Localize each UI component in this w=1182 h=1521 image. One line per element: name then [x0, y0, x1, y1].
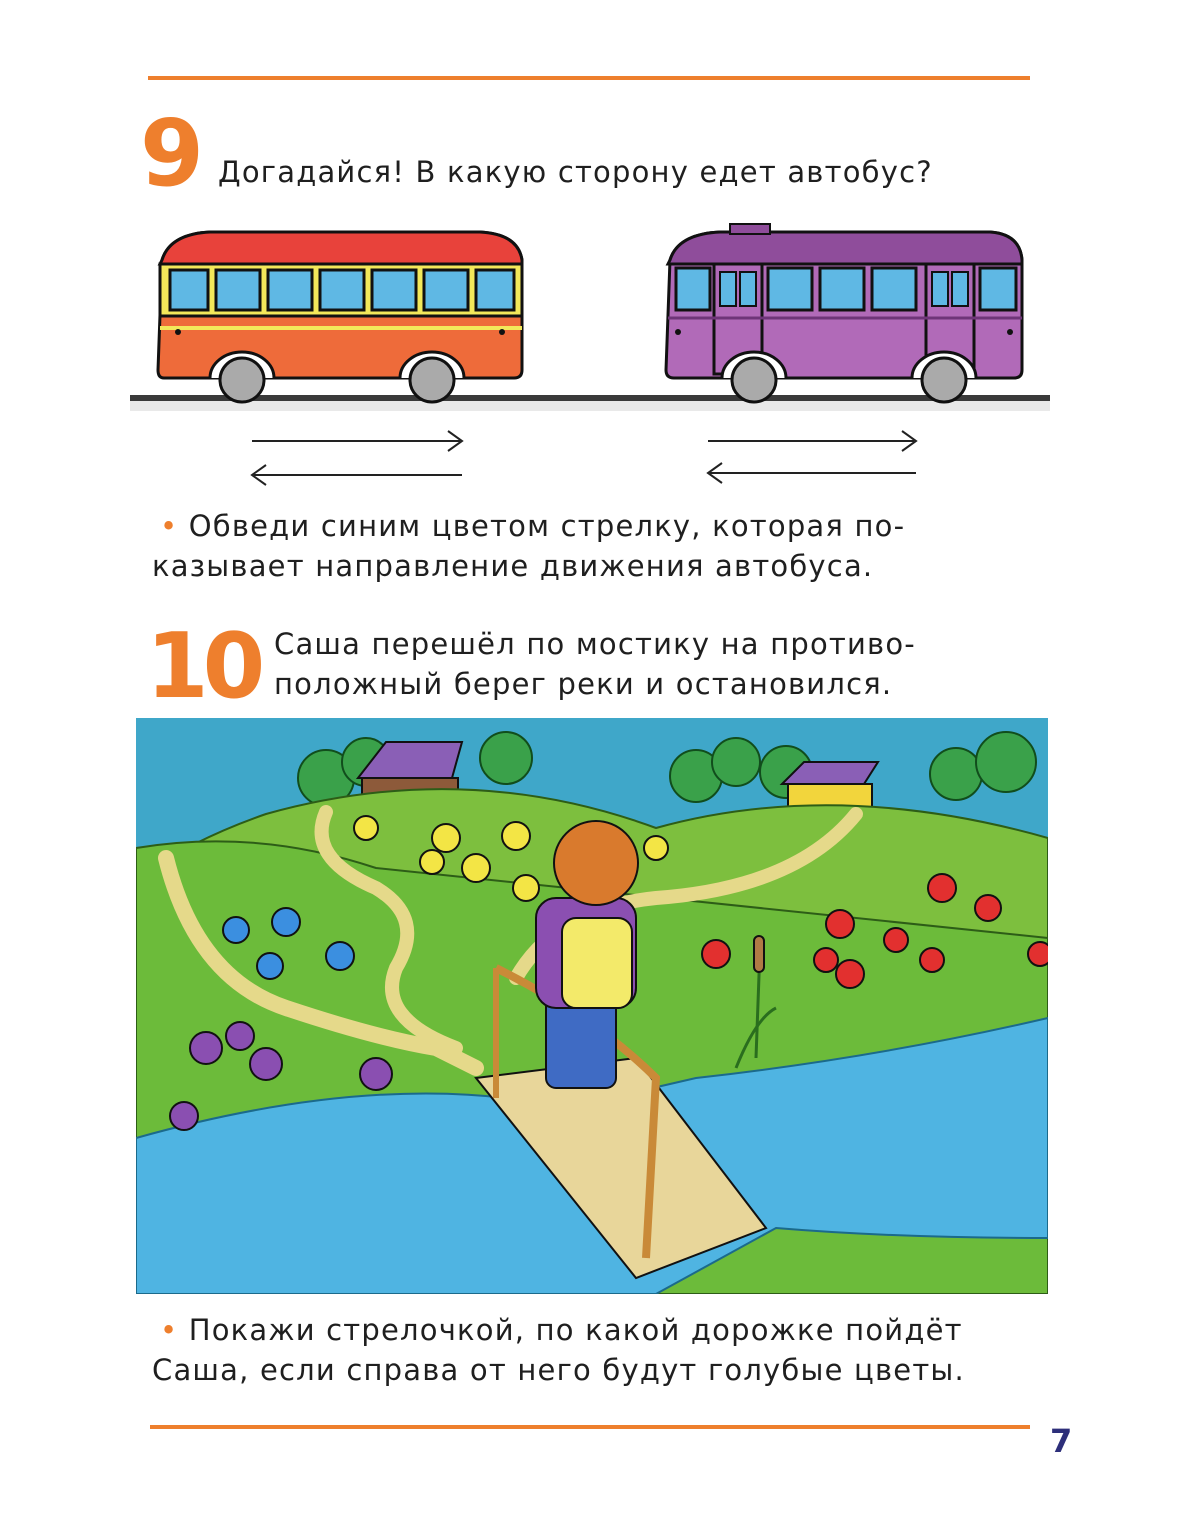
task-10-text-line2: положный берег реки и остановился.: [274, 667, 893, 701]
trees: [297, 731, 1037, 807]
bullet: •: [160, 509, 179, 543]
boy-sasha: [535, 820, 639, 1089]
buses-illustration: [130, 223, 1050, 411]
instruction-text: Покажи стрелочкой, по какой дорожке пойд…: [188, 1313, 963, 1347]
task-10-instruction-line1: • Покажи стрелочкой, по какой дорожке по…: [160, 1310, 963, 1350]
instruction-text: Обведи синим цветом стрелку, которая по-: [188, 509, 906, 543]
task-9-instruction-line1: • Обведи синим цветом стрелку, которая п…: [160, 506, 905, 546]
bullet: •: [160, 1313, 179, 1347]
task-9-question: Догадайся! В какую сторону едет автобус?: [218, 155, 933, 189]
task-10-instruction-line2: Саша, если справа от него будут голубые …: [152, 1353, 965, 1387]
arrow-right-right-pair: [706, 430, 918, 484]
flowers-red: [701, 873, 1048, 989]
task-9-instruction-line2: казывает направление движения автобуса.: [152, 549, 874, 583]
flowers-blue: [222, 907, 355, 980]
flowers-yellow: [353, 815, 669, 902]
task-10-text-line1: Саша перешёл по мостику на противо-: [274, 627, 916, 661]
path-top: [314, 805, 463, 1055]
arrow-right-left-pair: [250, 430, 464, 486]
purple-bus: [664, 223, 1024, 404]
task-9-number: 9: [140, 100, 205, 207]
red-bus: [156, 230, 524, 404]
direction-arrows: [250, 430, 918, 486]
top-divider: [148, 76, 1030, 80]
task-10-number: 10: [146, 614, 265, 719]
river-bridge-illustration: [136, 718, 1048, 1294]
bottom-divider: [150, 1425, 1030, 1429]
path-left: [158, 850, 484, 1076]
road: [130, 395, 1050, 401]
flowers-purple: [169, 1021, 393, 1131]
page-number: 7: [1050, 1422, 1073, 1460]
